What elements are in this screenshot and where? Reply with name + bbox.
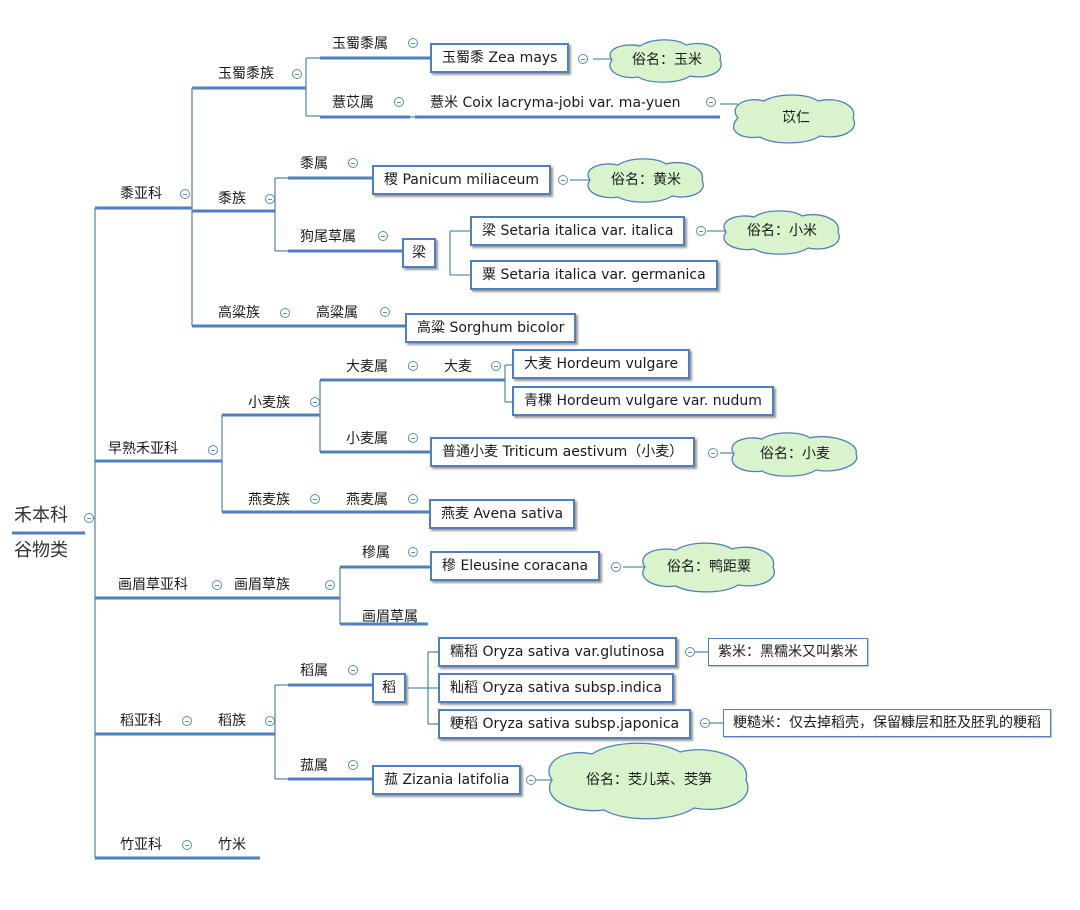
- common-name-coix: 苡仁: [782, 110, 810, 126]
- subfamily-pooideae: 早熟禾亚科: [108, 441, 178, 457]
- genus-triticum: 小麦属: [346, 431, 388, 447]
- genus-sorghum: 高粱属: [316, 305, 358, 321]
- collapse-icon[interactable]: [84, 513, 94, 523]
- tribe-maydeae: 玉蜀黍族: [218, 66, 274, 82]
- collapse-icon[interactable]: [611, 562, 621, 572]
- collapse-icon[interactable]: [408, 361, 418, 371]
- collapse-icon[interactable]: [700, 718, 710, 728]
- node-barley: 大麦: [444, 359, 472, 375]
- species-coix: 薏米 Coix lacryma-jobi var. ma-yuen: [430, 95, 681, 111]
- collapse-icon[interactable]: [310, 397, 320, 407]
- genus-oryza: 稻属: [300, 663, 328, 679]
- cloud-eleusine: [642, 542, 776, 593]
- collapse-icon[interactable]: [280, 308, 290, 318]
- common-name-corn: 俗名：玉米: [632, 52, 702, 68]
- collapse-icon[interactable]: [408, 547, 418, 557]
- species-panicum: 稷 Panicum miliaceum: [372, 165, 551, 195]
- cloud-panicum: [587, 158, 704, 203]
- node-liang: 梁: [402, 238, 436, 268]
- species-oryza-glutinosa: 糯稻 Oryza sativa var.glutinosa: [438, 637, 677, 667]
- collapse-icon[interactable]: [348, 665, 358, 675]
- genus-coix: 薏苡属: [332, 95, 374, 111]
- species-sorghum: 高粱 Sorghum bicolor: [405, 313, 577, 343]
- cloud-corn: [609, 39, 722, 83]
- collapse-icon[interactable]: [348, 158, 358, 168]
- genus-eragrostis: 画眉草属: [362, 609, 418, 625]
- genus-hordeum: 大麦属: [346, 359, 388, 375]
- node-rice: 稻: [372, 673, 406, 703]
- collapse-icon[interactable]: [491, 361, 501, 371]
- tribe-aveneae: 燕麦族: [248, 492, 290, 508]
- species-oryza-japonica: 粳稻 Oryza sativa subsp.japonica: [438, 709, 692, 739]
- tribe-paniceae: 黍族: [218, 191, 246, 207]
- root-subtitle: 谷物类: [14, 540, 68, 561]
- collapse-icon[interactable]: [380, 307, 390, 317]
- cloud-zizania: [548, 742, 749, 820]
- collapse-icon[interactable]: [558, 175, 568, 185]
- species-zizania: 菰 Zizania latifolia: [372, 765, 522, 795]
- collapse-icon[interactable]: [408, 433, 418, 443]
- collapse-icon[interactable]: [578, 54, 588, 64]
- collapse-icon[interactable]: [182, 716, 192, 726]
- tribe-triticeae: 小麦族: [248, 395, 290, 411]
- common-name-zizania: 俗名：茭儿菜、茭笋: [586, 772, 712, 788]
- common-name-panicum: 俗名：黄米: [611, 172, 681, 188]
- species-hordeum: 大麦 Hordeum vulgare: [512, 349, 691, 379]
- genus-panicum: 黍属: [300, 156, 328, 172]
- common-name-setaria: 俗名：小米: [747, 223, 817, 239]
- collapse-icon[interactable]: [265, 716, 275, 726]
- collapse-icon[interactable]: [180, 189, 190, 199]
- species-setaria-germanica: 粟 Setaria italica var. germanica: [470, 260, 718, 290]
- species-setaria-italica: 梁 Setaria italica var. italica: [470, 216, 686, 246]
- cloud-coix: [732, 94, 856, 144]
- collapse-icon[interactable]: [212, 580, 222, 590]
- tribe-oryzeae: 稻族: [218, 713, 246, 729]
- tribe-eragrostideae: 画眉草族: [234, 577, 290, 593]
- collapse-icon[interactable]: [310, 494, 320, 504]
- subfamily-oryzoideae: 稻亚科: [120, 713, 162, 729]
- common-name-eleusine: 俗名：鸭距粟: [667, 559, 751, 575]
- genus-zizania: 菰属: [300, 758, 328, 774]
- collapse-icon[interactable]: [348, 760, 358, 770]
- note-glutinosa: 紫米：黑糯米又叫紫米: [708, 638, 868, 666]
- genus-eleusine: 穇属: [362, 545, 390, 561]
- collapse-icon[interactable]: [208, 445, 218, 455]
- collapse-icon[interactable]: [394, 97, 404, 107]
- species-eleusine: 穇 Eleusine coracana: [430, 551, 601, 581]
- collapse-icon[interactable]: [708, 448, 718, 458]
- genus-zea: 玉蜀黍属: [332, 36, 388, 52]
- subfamily-bambusoideae: 竹亚科: [120, 837, 162, 853]
- collapse-icon[interactable]: [685, 647, 695, 657]
- cloud-shapes: [548, 39, 858, 820]
- collapse-icon[interactable]: [378, 231, 388, 241]
- common-name-wheat: 俗名：小麦: [760, 446, 830, 462]
- collapse-icon[interactable]: [696, 226, 706, 236]
- collapse-icon[interactable]: [265, 194, 275, 204]
- collapse-icon[interactable]: [325, 580, 335, 590]
- species-hordeum-nudum: 青稞 Hordeum vulgare var. nudum: [512, 386, 774, 416]
- tribe-bamboo-rice: 竹米: [218, 837, 246, 853]
- genus-avena: 燕麦属: [346, 492, 388, 508]
- collapse-icon[interactable]: [292, 69, 302, 79]
- tribe-andropogoneae: 高粱族: [218, 305, 260, 321]
- collapse-icon[interactable]: [182, 840, 192, 850]
- collapse-icon[interactable]: [526, 775, 536, 785]
- note-japonica: 粳糙米：仅去掉稻壳，保留糠层和胚及胚乳的粳稻: [723, 709, 1051, 737]
- cloud-setaria: [723, 210, 840, 255]
- cloud-wheat: [731, 432, 858, 477]
- subfamily-panicoideae: 黍亚科: [120, 186, 162, 202]
- species-avena: 燕麦 Avena sativa: [429, 499, 576, 529]
- collapse-icon[interactable]: [408, 494, 418, 504]
- subfamily-chloridoideae: 画眉草亚科: [118, 577, 188, 593]
- collapse-icon[interactable]: [706, 97, 716, 107]
- species-zea-mays: 玉蜀黍 Zea mays: [430, 43, 570, 73]
- genus-setaria: 狗尾草属: [300, 229, 356, 245]
- root-title: 禾本科: [14, 505, 68, 526]
- collapse-icon[interactable]: [408, 38, 418, 48]
- species-oryza-indica: 籼稻 Oryza sativa subsp.indica: [438, 673, 674, 703]
- species-triticum: 普通小麦 Triticum aestivum（小麦）: [430, 437, 696, 467]
